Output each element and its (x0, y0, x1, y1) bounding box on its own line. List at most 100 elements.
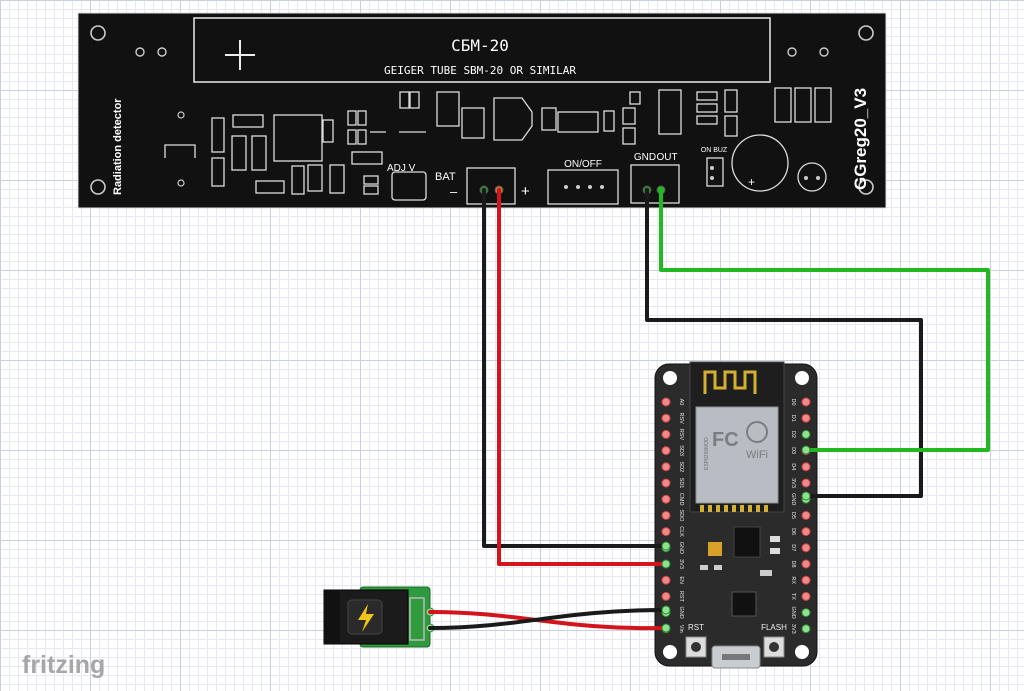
right-pin-d1[interactable] (801, 413, 811, 423)
right-pin-d4[interactable] (801, 462, 811, 472)
right-pin-label: TX (790, 593, 796, 600)
on-off-label: ON/OFF (564, 159, 602, 170)
right-pin-d8[interactable] (801, 559, 811, 569)
right-pin-d2[interactable] (801, 429, 811, 439)
right-pin-label: D4 (790, 463, 796, 470)
mount-hole (90, 25, 106, 41)
wire-bat-minus-to-gnd[interactable] (482, 188, 668, 548)
left-pin-label: RST (678, 591, 684, 603)
mount-hole (858, 25, 874, 41)
left-pin-label: 3V3 (678, 559, 684, 569)
right-pin-label: D1 (790, 415, 796, 422)
mount-hole (858, 179, 874, 195)
model-label: GGreg20_V3 (851, 88, 870, 190)
fc-logo: FC (712, 429, 739, 451)
mount-hole (795, 645, 809, 659)
left-pin-rst[interactable] (661, 591, 671, 601)
left-pin-a0[interactable] (661, 397, 671, 407)
wire-out-to-d2[interactable] (659, 188, 990, 452)
right-pin-label: D2 (790, 431, 796, 438)
dc-power-jack (323, 586, 435, 648)
left-pin-sd2[interactable] (661, 462, 671, 472)
wire-bat-plus-to-3v3[interactable] (497, 188, 668, 566)
gnd-label: GND (634, 152, 656, 163)
left-pin-label: RSV (678, 429, 684, 441)
lightning-icon (358, 604, 374, 632)
right-pin-d5[interactable] (801, 510, 811, 520)
bat-label: BAT (435, 171, 456, 183)
left-pin-label: CMD (678, 493, 684, 506)
geiger-tube-outline (193, 17, 771, 83)
left-pin-label: GND (678, 606, 684, 618)
buzzer-plus-label: + (748, 175, 755, 189)
right-pin-label: D3 (790, 447, 796, 454)
left-pin-label: RSV (678, 413, 684, 425)
buzzer-label: ON BUZ (701, 147, 728, 154)
left-pin-label: GND (678, 542, 684, 554)
right-pin-d7[interactable] (801, 543, 811, 553)
left-pin-label: SD3 (678, 445, 684, 456)
nodemcu-board: FC WiFi ESP8266MOD RST FLASH (654, 361, 818, 669)
right-pin-label: GND (790, 493, 796, 505)
right-pin-label: D6 (790, 528, 796, 535)
wires (428, 188, 990, 631)
bat-plus-label: + (521, 183, 530, 200)
pcb-antenna (703, 370, 757, 394)
left-pin-label: A0 (678, 399, 684, 406)
component-outlines (164, 87, 832, 205)
flash-button-label: FLASH (761, 623, 787, 632)
right-pin-label: 3V3 (790, 624, 796, 634)
left-pin-sd1[interactable] (661, 478, 671, 488)
right-pin-d6[interactable] (801, 527, 811, 537)
left-pin-label: SD2 (678, 461, 684, 472)
left-pin-label: SD1 (678, 478, 684, 489)
tube-description: GEIGER TUBE SBM-20 OR SIMILAR (384, 64, 576, 77)
right-pin-rx[interactable] (801, 575, 811, 585)
left-pin-label: EN (678, 576, 684, 584)
wire-endpoints (661, 445, 811, 633)
left-pin-label: SDO (678, 509, 684, 522)
right-pin-label: D5 (790, 512, 796, 519)
right-pin-label: RX (790, 576, 796, 584)
fritzing-watermark: fritzing (22, 651, 105, 679)
left-pin-rsv[interactable] (661, 413, 671, 423)
tube-name: СБМ-20 (451, 36, 509, 55)
right-pin-tx[interactable] (801, 591, 811, 601)
left-pin-label: Vin (678, 625, 684, 633)
regulator (733, 526, 761, 558)
adj-v-label: ADJ V (387, 163, 416, 174)
right-pin-label: D7 (790, 544, 796, 551)
left-pin-label: CLK (678, 526, 684, 537)
right-pin-3v3[interactable] (801, 478, 811, 488)
mount-hole (663, 371, 677, 385)
left-pin-sdo[interactable] (661, 510, 671, 520)
module-castellations (700, 505, 768, 512)
switch-pins (564, 185, 604, 189)
mount-hole (90, 179, 106, 195)
wire-jack-negative-to-gnd[interactable] (428, 608, 668, 630)
right-pin-label: D0 (790, 398, 796, 405)
wire-gnd-to-gnd[interactable] (645, 188, 923, 498)
esp8266-module: FC WiFi ESP8266MOD (689, 361, 785, 513)
right-pin-3v3[interactable] (801, 624, 811, 634)
right-pin-label: GND (790, 606, 796, 618)
detector-board: СБМ-20 GEIGER TUBE SBM-20 OR SIMILAR Rad… (77, 12, 887, 209)
left-pin-clk[interactable] (661, 527, 671, 537)
side-label: Radiation detector (112, 98, 124, 195)
right-pin-label: 3V3 (790, 478, 796, 488)
left-pin-cmd[interactable] (661, 494, 671, 504)
left-pin-en[interactable] (661, 575, 671, 585)
left-pin-rsv[interactable] (661, 429, 671, 439)
led (708, 542, 722, 556)
bat-minus-label: – (450, 184, 458, 199)
left-pin-sd3[interactable] (661, 446, 671, 456)
mount-hole (795, 371, 809, 385)
right-pin-d0[interactable] (801, 397, 811, 407)
mount-hole (663, 645, 677, 659)
right-pin-gnd[interactable] (801, 608, 811, 618)
module-text: ESP8266MOD (704, 437, 710, 470)
wifi-logo: WiFi (746, 449, 768, 461)
rst-button-label: RST (688, 623, 704, 632)
